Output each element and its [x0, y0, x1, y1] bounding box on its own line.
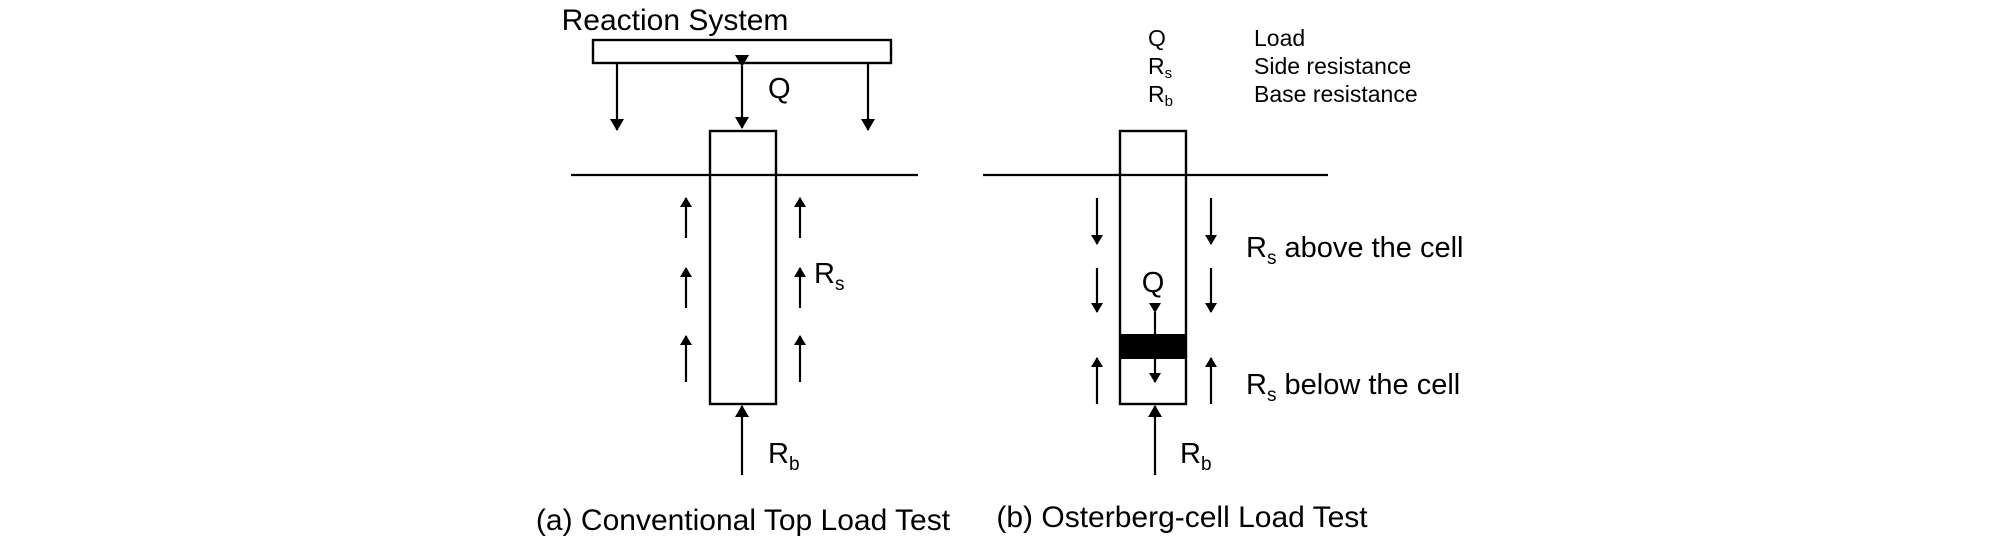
legend-symbol-load: Q [1148, 25, 1166, 51]
caption-panel-a: (a) Conventional Top Load Test [536, 504, 951, 537]
legend-symbol-side: Rs [1148, 53, 1172, 82]
reaction-system-label: Reaction System [562, 4, 789, 37]
side-resistance-below-arrows [1091, 357, 1217, 404]
cell-load-q-label: Q [1142, 267, 1165, 299]
pile [1118, 129, 1188, 406]
panel-a-conventional-test: Reaction System Q Rs Rb (a) Conventional… [536, 4, 951, 537]
side-resistance-above-label: Rs above the cell [1246, 232, 1463, 269]
caption-panel-b: (b) Osterberg-cell Load Test [996, 501, 1368, 534]
legend: Q Load Rs Side resistance Rb Base resist… [1148, 25, 1418, 110]
panel-b-osterberg-test: Q Load Rs Side resistance Rb Base resist… [983, 25, 1463, 534]
legend-text-load: Load [1254, 25, 1305, 51]
legend-text-side: Side resistance [1254, 53, 1411, 79]
legend-text-base: Base resistance [1254, 81, 1418, 107]
pile [708, 129, 778, 406]
side-resistance-above-arrows [1091, 198, 1217, 313]
side-resistance-below-label: Rs below the cell [1246, 369, 1460, 406]
legend-symbol-base: Rb [1148, 81, 1173, 110]
osterberg-cell [1120, 334, 1186, 359]
base-resistance-label: Rb [1180, 438, 1212, 475]
base-resistance-label: Rb [768, 438, 800, 475]
reaction-beam [591, 38, 893, 65]
load-q-label: Q [768, 73, 791, 105]
side-resistance-label: Rs [814, 258, 844, 295]
